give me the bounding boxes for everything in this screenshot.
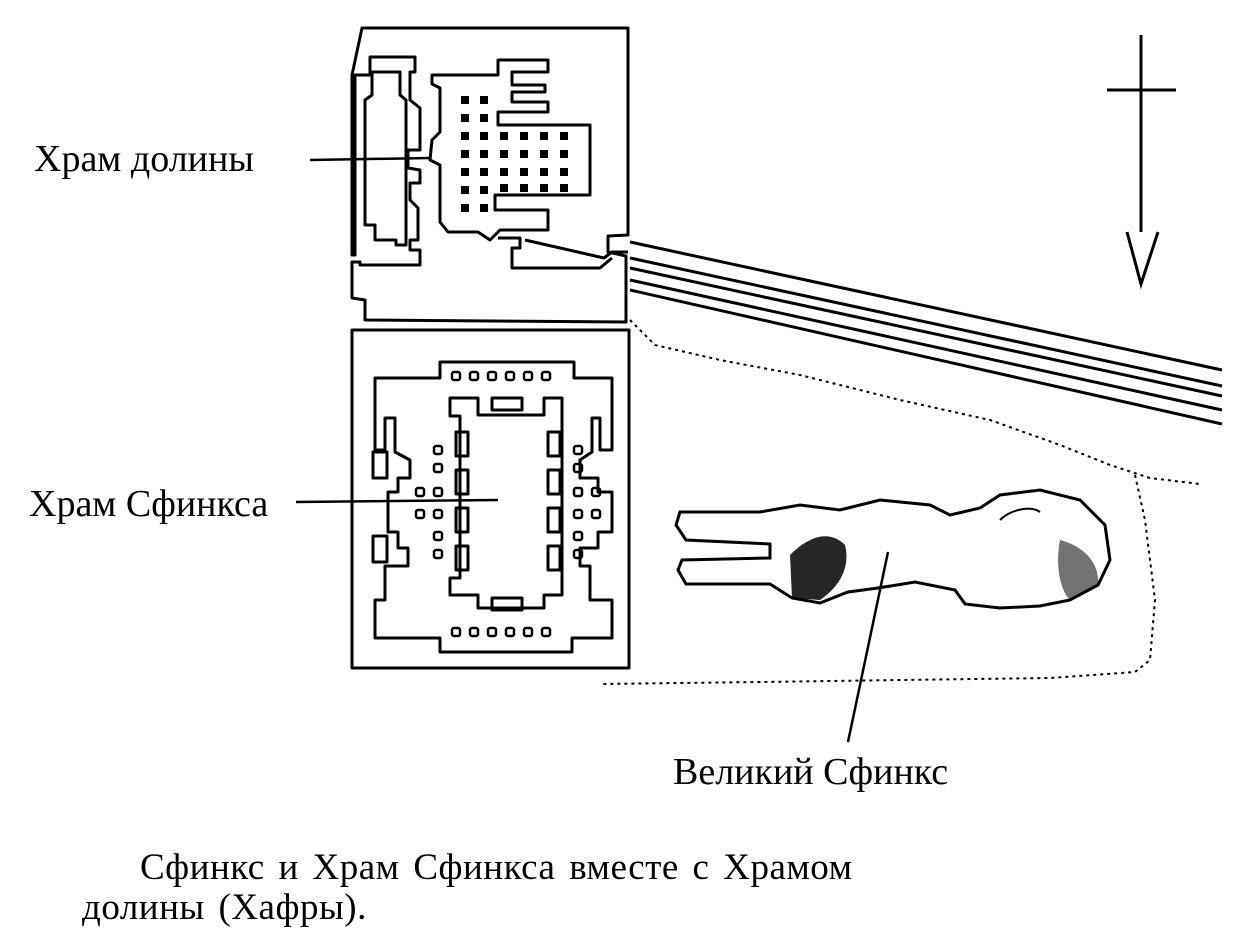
valley-temple-plan [350,26,630,324]
leader-lines [295,156,890,743]
sphinx-temple-label: Храм Сфинкса [29,483,269,525]
sphinx-temple-plan [350,328,631,670]
valley-temple-label: Храм долины [34,138,254,180]
sphinx-enclosure [599,319,1201,685]
north-arrow-icon [1107,35,1176,290]
leader-sphinx-temple [295,498,499,504]
great-sphinx-figure [674,488,1112,610]
great-sphinx-label: Великий Сфинкс [673,751,949,793]
causeway [629,240,1223,426]
figure-caption: Сфинкс и Храм Сфинкса вместе с Храмом до… [82,847,853,928]
leader-valley-temple [309,156,431,162]
leader-great-sphinx [846,551,890,743]
